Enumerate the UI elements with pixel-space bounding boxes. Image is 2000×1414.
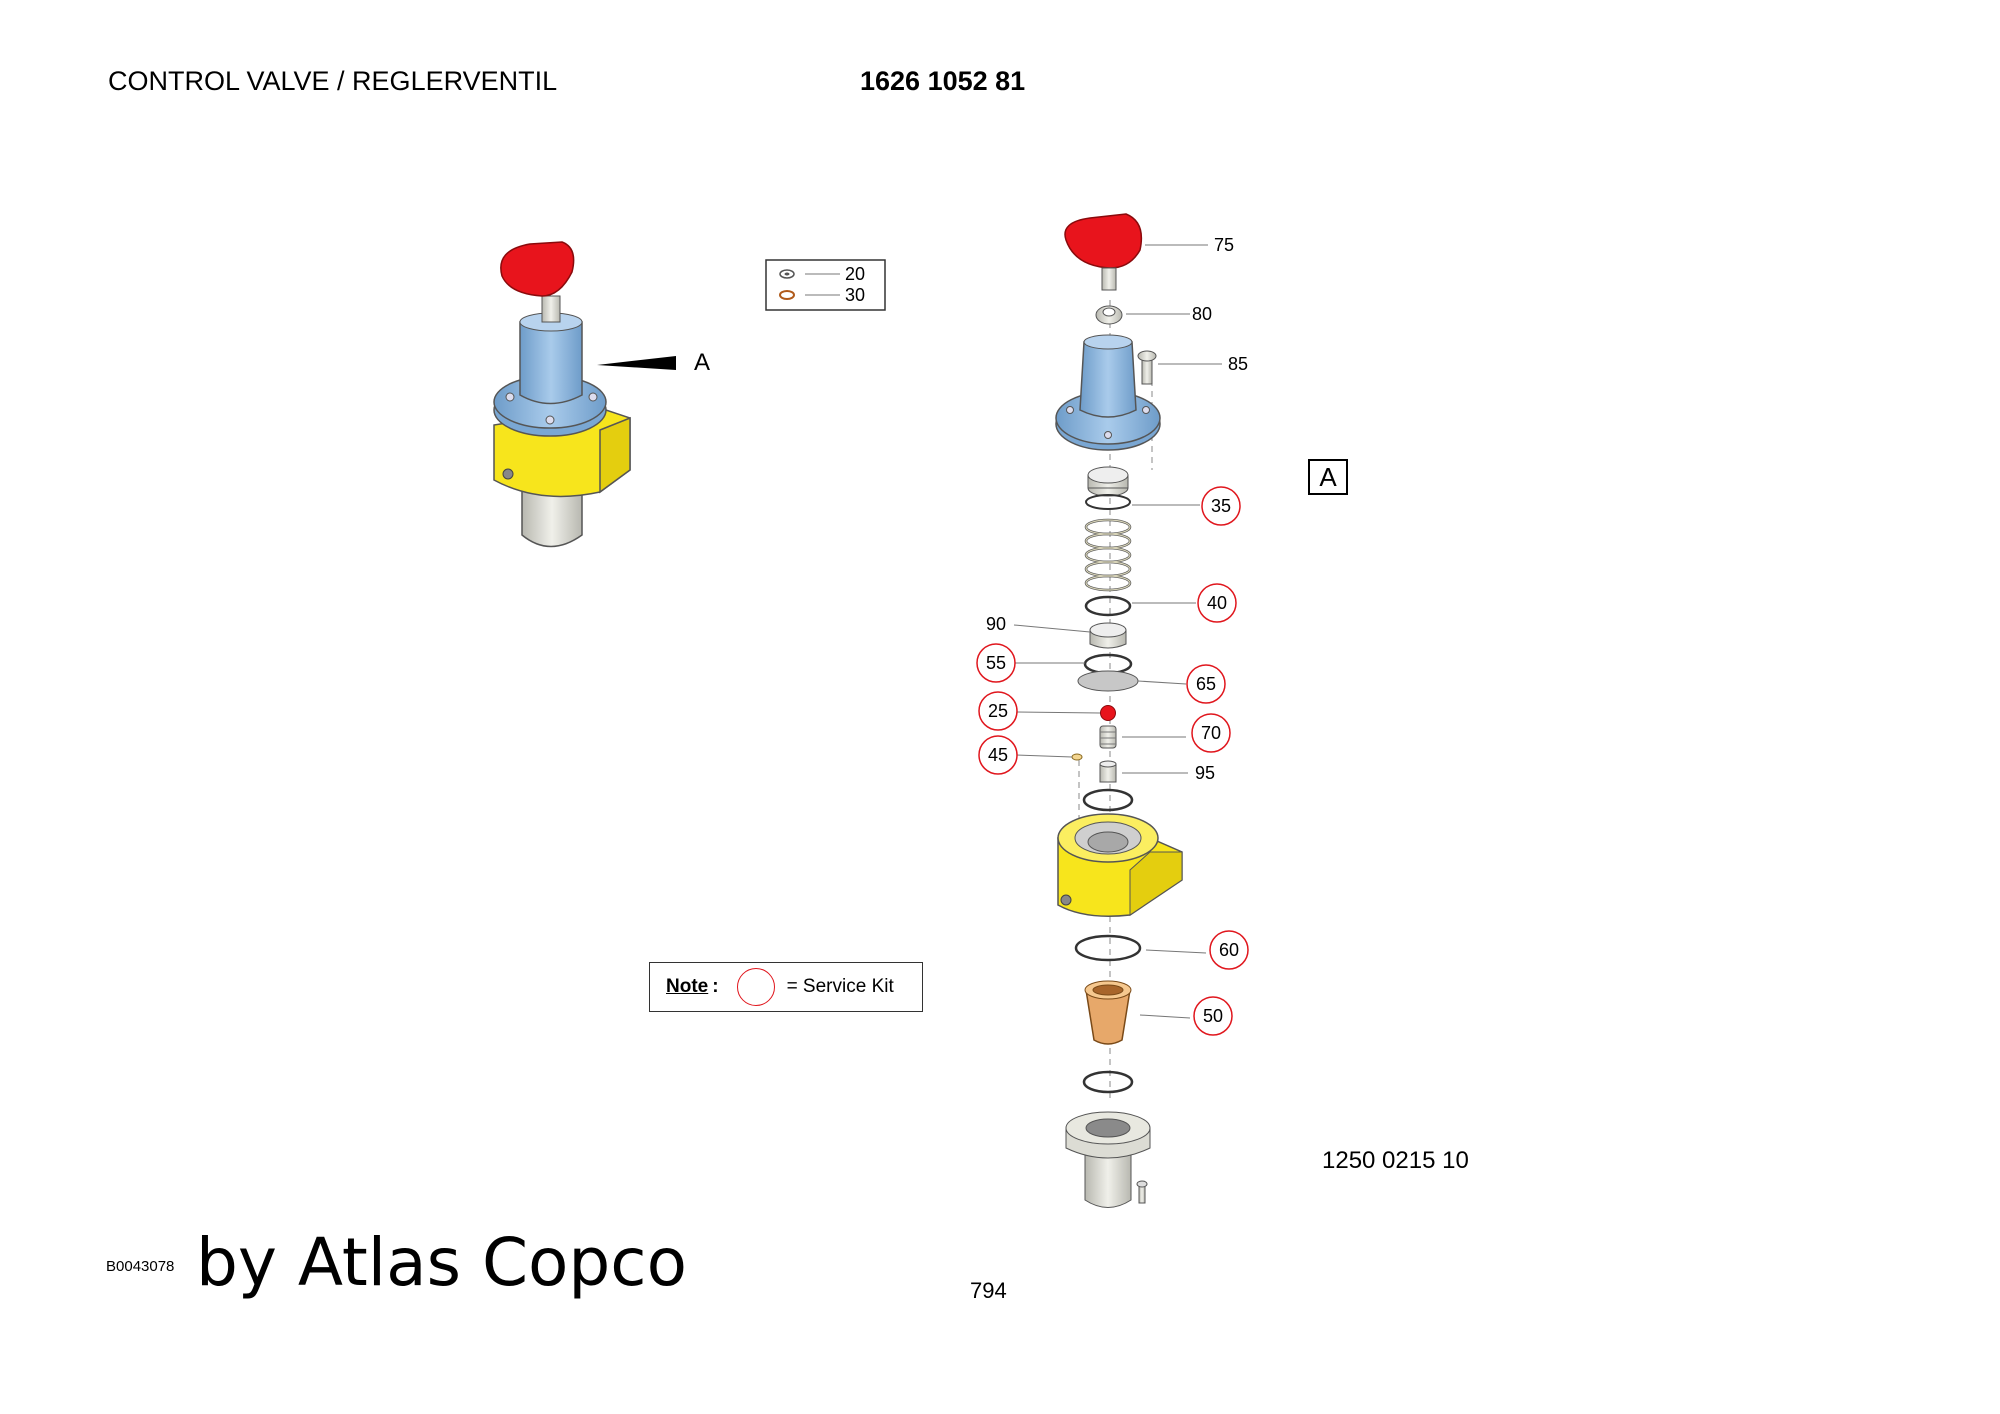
callout-35: 35 <box>1211 496 1231 516</box>
note-label: Note <box>666 976 709 997</box>
callout-70: 70 <box>1201 723 1221 743</box>
service-kit-circle-icon <box>736 968 775 1006</box>
callout-80: 80 <box>1192 304 1212 324</box>
callout-60: 60 <box>1219 940 1239 960</box>
part-number: 1626 1052 81 <box>860 66 1026 96</box>
page-title: CONTROL VALVE / REGLERVENTIL <box>108 66 558 96</box>
callout-85: 85 <box>1228 354 1248 374</box>
assembled-valve <box>493 241 676 548</box>
note-colon: : <box>712 976 719 997</box>
kit-legend-box <box>765 259 886 311</box>
callout-65: 65 <box>1196 674 1216 694</box>
image-code: B0043078 <box>106 1258 175 1275</box>
callout-55: 55 <box>986 653 1006 673</box>
callout-90: 90 <box>986 614 1006 634</box>
callout-45: 45 <box>988 745 1008 765</box>
callout-50: 50 <box>1203 1006 1223 1026</box>
note-legend: Note : = Service Kit <box>649 962 923 1012</box>
note-text: = Service Kit <box>786 976 894 997</box>
detail-a-pointer-label: A <box>694 349 710 376</box>
kit-legend-30: 30 <box>845 285 865 305</box>
brand-text: by Atlas Copco <box>196 1224 687 1301</box>
leader-lines <box>1013 244 1222 1019</box>
service-kit-circles <box>976 486 1249 1036</box>
detail-a-box: A <box>1308 459 1348 495</box>
page-number: 794 <box>970 1278 1007 1303</box>
exploded-parts <box>1055 213 1183 1208</box>
callout-75: 75 <box>1214 235 1234 255</box>
service-kit-number: 1250 0215 10 <box>1322 1147 1469 1174</box>
callout-40: 40 <box>1207 593 1227 613</box>
callout-25: 25 <box>988 701 1008 721</box>
kit-legend-20: 20 <box>845 264 865 284</box>
callout-95: 95 <box>1195 763 1215 783</box>
